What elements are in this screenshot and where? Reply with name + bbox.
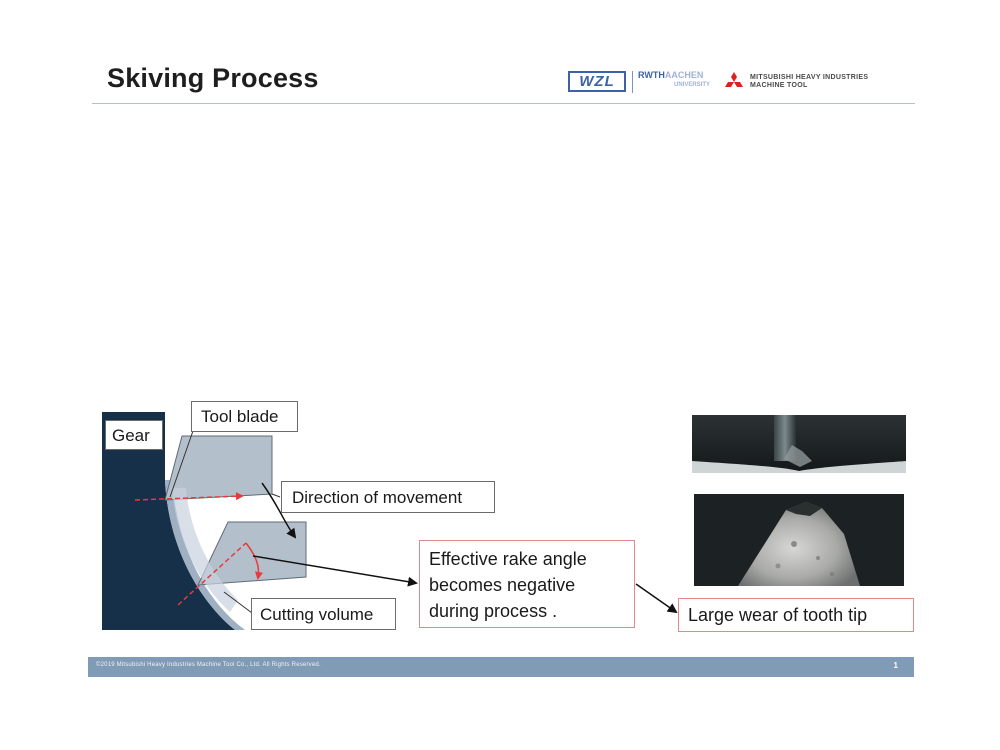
rwth-logo-sub: UNIVERSITY bbox=[673, 82, 710, 88]
rake-angle-note: Effective rake angle becomes negative du… bbox=[419, 540, 635, 628]
tool-tip-photo-side bbox=[692, 415, 906, 473]
mhi-diamonds-icon bbox=[725, 72, 743, 87]
rake-callout-arrow bbox=[252, 555, 418, 587]
wear-callout-arrow bbox=[635, 583, 678, 614]
tool-blade-label: Tool blade bbox=[191, 401, 298, 432]
rake-reference-lower bbox=[177, 542, 247, 606]
slide-footer: ©2019 Mitsubishi Heavy Industries Machin… bbox=[88, 657, 914, 677]
movement-arrow bbox=[261, 482, 297, 539]
rake-angle-arc bbox=[245, 542, 263, 580]
page-number: 1 bbox=[893, 661, 898, 670]
cutting-volume bbox=[172, 488, 238, 612]
mhi-logo-text: MITSUBISHI HEAVY INDUSTRIES MACHINE TOOL bbox=[750, 74, 868, 90]
rwth-logo: RWTHAACHEN UNIVERSITY bbox=[638, 70, 710, 94]
rwth-logo-main: RWTHAACHEN bbox=[638, 70, 704, 80]
gear-body bbox=[102, 412, 235, 630]
leader-cutting-volume bbox=[223, 591, 253, 614]
cutting-volume-label: Cutting volume bbox=[251, 598, 396, 630]
footer-copyright: ©2019 Mitsubishi Heavy Industries Machin… bbox=[96, 662, 321, 668]
rake-angle-note-line1: Effective rake angle bbox=[429, 549, 587, 569]
gear-label: Gear bbox=[105, 420, 163, 450]
rake-angle-note-line3: during process . bbox=[429, 601, 558, 621]
leader-direction bbox=[271, 493, 281, 498]
tooth-tip-wear-note: Large wear of tooth tip bbox=[678, 598, 914, 632]
mhi-logo-line1: MITSUBISHI HEAVY INDUSTRIES bbox=[750, 74, 869, 81]
direction-of-movement-label: Direction of movement bbox=[281, 481, 495, 513]
logo-separator bbox=[632, 71, 633, 93]
mhi-logo-line2: MACHINE TOOL bbox=[750, 82, 808, 89]
tool-tip-photo-front bbox=[694, 494, 904, 586]
leader-tool-blade bbox=[169, 427, 195, 498]
title-rule bbox=[92, 103, 915, 104]
rake-angle-note-line2: becomes negative bbox=[429, 575, 576, 595]
rake-reference-upper bbox=[134, 492, 244, 501]
tool-blade-lower bbox=[197, 521, 307, 586]
slide-title: Skiving Process bbox=[107, 63, 319, 93]
wzl-logo: WZL bbox=[568, 71, 626, 92]
